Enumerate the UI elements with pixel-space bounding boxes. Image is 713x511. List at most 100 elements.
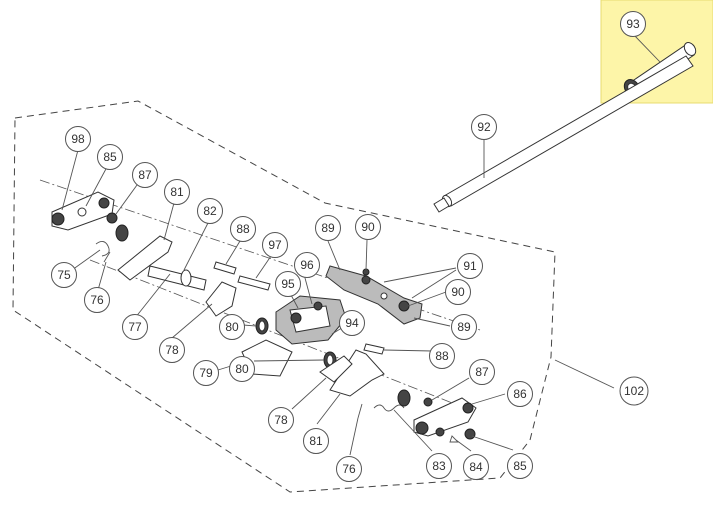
callout-97: 97 bbox=[262, 232, 288, 258]
callout-label: 97 bbox=[268, 238, 282, 252]
callout-label: 76 bbox=[342, 462, 356, 476]
callout-circle bbox=[471, 114, 497, 140]
callout-circle bbox=[97, 144, 123, 170]
callout-86: 86 bbox=[507, 381, 533, 407]
callout-75: 75 bbox=[51, 262, 77, 288]
part-84-screw bbox=[449, 435, 460, 443]
callout-circle bbox=[336, 456, 362, 482]
callout-80: 80 bbox=[229, 356, 255, 382]
callout-81: 81 bbox=[303, 428, 329, 454]
callout-label: 89 bbox=[457, 320, 471, 334]
part-76-pin-lower bbox=[357, 403, 363, 419]
callout-90: 90 bbox=[445, 279, 471, 305]
part-87-washer-right bbox=[423, 397, 433, 407]
part-87-washer-left bbox=[106, 212, 118, 224]
callout-label: 86 bbox=[513, 387, 527, 401]
callout-76: 76 bbox=[84, 287, 110, 313]
part-80-oring-upper-inner bbox=[258, 320, 266, 332]
callout-89: 89 bbox=[451, 314, 477, 340]
callout-circle bbox=[507, 381, 533, 407]
assembly-boundary bbox=[12, 100, 556, 493]
callout-79: 79 bbox=[193, 360, 219, 386]
part-78-bracket-lower bbox=[319, 355, 353, 383]
part-oring-right bbox=[397, 389, 411, 407]
callout-89: 89 bbox=[315, 215, 341, 241]
callout-circle bbox=[463, 454, 489, 480]
callout-87: 87 bbox=[469, 359, 495, 385]
callout-label: 79 bbox=[199, 366, 213, 380]
callout-circle bbox=[84, 287, 110, 313]
callout-label: 78 bbox=[165, 343, 179, 357]
callout-label: 90 bbox=[451, 285, 465, 299]
part-98-left-bracket bbox=[51, 191, 115, 231]
callout-98: 98 bbox=[65, 126, 91, 152]
callout-78: 78 bbox=[268, 407, 294, 433]
callout-label: 85 bbox=[513, 459, 527, 473]
callout-82: 82 bbox=[197, 198, 223, 224]
callout-circle bbox=[229, 356, 255, 382]
callout-83: 83 bbox=[426, 453, 452, 479]
callout-label: 90 bbox=[361, 220, 375, 234]
callout-circle bbox=[469, 359, 495, 385]
callout-label: 88 bbox=[435, 349, 449, 363]
callout-90: 90 bbox=[355, 214, 381, 240]
callout-circle bbox=[51, 262, 77, 288]
assembly-axis-lower bbox=[89, 259, 471, 411]
callout-circle bbox=[275, 271, 301, 297]
part-88-pin-upper bbox=[213, 261, 237, 275]
callout-96: 96 bbox=[294, 252, 320, 278]
part-92-shaft bbox=[433, 55, 694, 213]
callout-85: 85 bbox=[507, 453, 533, 479]
part-83-spring bbox=[373, 404, 405, 412]
callout-label: 83 bbox=[432, 459, 446, 473]
callout-88: 88 bbox=[230, 216, 256, 242]
callout-circle bbox=[164, 179, 190, 205]
callout-circle bbox=[457, 253, 483, 279]
callout-91: 91 bbox=[457, 253, 483, 279]
callout-84: 84 bbox=[463, 454, 489, 480]
callout-label: 89 bbox=[321, 221, 335, 235]
callout-circle bbox=[429, 343, 455, 369]
part-78-bracket-upper bbox=[205, 281, 237, 317]
callout-88: 88 bbox=[429, 343, 455, 369]
callout-85: 85 bbox=[97, 144, 123, 170]
callout-78: 78 bbox=[159, 337, 185, 363]
callout-95: 95 bbox=[275, 271, 301, 297]
callout-circle bbox=[339, 310, 365, 336]
part-85-nut-right bbox=[464, 428, 476, 440]
callout-92: 92 bbox=[471, 114, 497, 140]
part-89-top-plate bbox=[325, 265, 423, 325]
callout-circle bbox=[268, 407, 294, 433]
part-82-pin-shaft bbox=[147, 265, 207, 291]
part-95-main-housing bbox=[275, 295, 347, 345]
callout-80: 80 bbox=[219, 314, 245, 340]
callout-label: 87 bbox=[138, 168, 152, 182]
callout-label: 88 bbox=[236, 222, 250, 236]
callout-label: 102 bbox=[624, 384, 644, 398]
callout-circle bbox=[230, 216, 256, 242]
callout-label: 92 bbox=[477, 120, 491, 134]
callout-76: 76 bbox=[336, 456, 362, 482]
part-81-link-lower bbox=[329, 349, 385, 397]
part-oring-left bbox=[115, 224, 129, 242]
callout-label: 80 bbox=[235, 362, 249, 376]
part-75-spring-clip bbox=[95, 241, 110, 257]
callout-label: 91 bbox=[463, 259, 477, 273]
callout-label: 82 bbox=[203, 204, 217, 218]
callout-label: 78 bbox=[274, 413, 288, 427]
callout-81: 81 bbox=[164, 179, 190, 205]
callout-label: 76 bbox=[90, 293, 104, 307]
callout-circle bbox=[132, 162, 158, 188]
part-76-pin-left bbox=[103, 251, 111, 263]
callout-102: 102 bbox=[619, 376, 649, 406]
callout-circle bbox=[619, 376, 649, 406]
callout-label: 77 bbox=[128, 320, 142, 334]
callout-label: 96 bbox=[300, 258, 314, 272]
callout-94: 94 bbox=[339, 310, 365, 336]
callout-label: 85 bbox=[103, 150, 117, 164]
callout-circle bbox=[445, 279, 471, 305]
callout-label: 87 bbox=[475, 365, 489, 379]
callout-circle bbox=[159, 337, 185, 363]
